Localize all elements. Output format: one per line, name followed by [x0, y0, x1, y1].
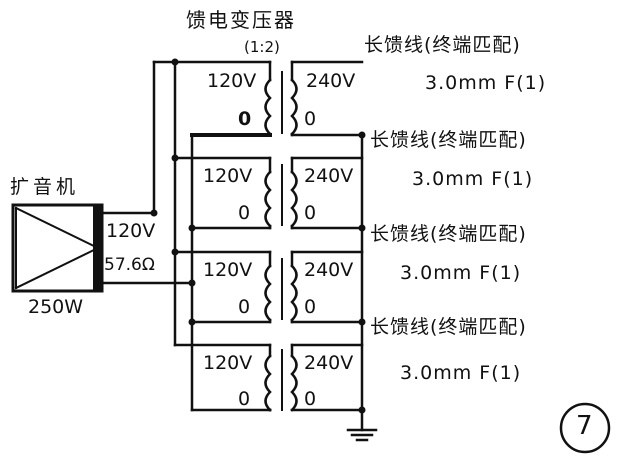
t3-primary-zero: 0: [238, 296, 251, 318]
t1-secondary-zero: 0: [304, 108, 317, 130]
ground-symbol: [346, 428, 378, 442]
feeder-1-label: 长馈线(终端匹配): [364, 34, 521, 56]
transformer-3: [264, 250, 298, 324]
amplifier-name: 扩音机: [10, 176, 80, 198]
amplifier-box: [11, 203, 104, 293]
transformer-1: [264, 60, 298, 137]
figure-number: 7: [576, 411, 593, 441]
t4-primary-voltage: 120V: [203, 352, 253, 374]
diagram-title: 馈电变压器: [186, 8, 296, 32]
t1-secondary-voltage: 240V: [306, 70, 356, 92]
amplifier-power: 250W: [28, 296, 84, 318]
feeder-1-spec: 3.0mm F(1): [425, 72, 547, 94]
t3-secondary-zero: 0: [304, 296, 317, 318]
t4-secondary-voltage: 240V: [304, 352, 354, 374]
feeder-3-spec: 3.0mm F(1): [400, 262, 522, 284]
amplifier-impedance: 57.6Ω: [104, 255, 155, 275]
junction-dots: [150, 58, 366, 414]
transformer-ratio: (1:2): [244, 38, 280, 56]
amplifier-voltage: 120V: [106, 220, 156, 242]
figure-number-circle: [559, 402, 611, 454]
t2-primary-voltage: 120V: [203, 165, 253, 187]
t4-primary-zero: 0: [238, 388, 251, 410]
transformer-4: [264, 343, 298, 412]
t1-primary-zero: 0: [238, 108, 252, 130]
t2-secondary-zero: 0: [304, 202, 317, 224]
t3-secondary-voltage: 240V: [304, 259, 354, 281]
t2-secondary-voltage: 240V: [304, 165, 354, 187]
t2-primary-zero: 0: [238, 202, 251, 224]
feeder-2-spec: 3.0mm F(1): [412, 168, 534, 190]
feeder-2-label: 长馈线(终端匹配): [370, 129, 527, 151]
feeder-4-label: 长馈线(终端匹配): [370, 316, 527, 338]
amplifier-symbol: [14, 206, 101, 290]
feeder-3-label: 长馈线(终端匹配): [370, 223, 527, 245]
t3-primary-voltage: 120V: [203, 259, 253, 281]
feeder-4-spec: 3.0mm F(1): [400, 362, 522, 384]
t4-secondary-zero: 0: [304, 388, 317, 410]
transformer-2: [264, 156, 298, 230]
t1-primary-voltage: 120V: [207, 70, 257, 92]
